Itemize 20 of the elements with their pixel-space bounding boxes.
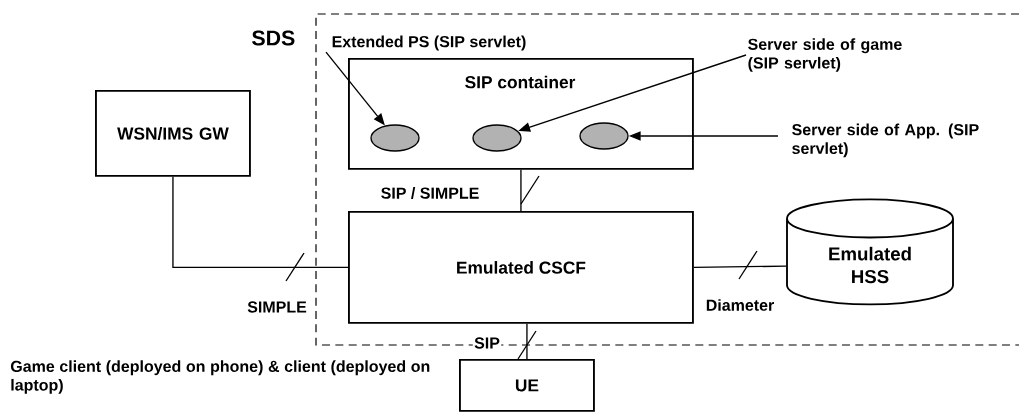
ellipse [370, 124, 420, 152]
box: UE [459, 359, 595, 412]
connector-line [172, 176, 349, 269]
edge-label: SIMPLE [247, 301, 307, 313]
ellipse [472, 124, 522, 152]
ellipse [579, 122, 629, 150]
box: Emulated CSCF [348, 211, 694, 324]
edge-label: SIP / SIMPLE [381, 187, 479, 199]
box: WSN/IMS GW [95, 90, 251, 177]
cylinder: Emulated HSS [786, 198, 954, 306]
connector-line [526, 323, 528, 360]
callout-text: Server side of App. (SIP servlet) [792, 123, 979, 158]
callout-text: Extended PS (SIP servlet) [332, 35, 526, 51]
note-text: Game client (deployed on phone) & client (deployed on laptop) [10, 360, 430, 394]
connector-line [693, 265, 787, 269]
box: SIP container [348, 58, 694, 170]
connector-line [520, 169, 522, 212]
edge-label: SIP [474, 337, 500, 349]
edge-label: Diameter [706, 299, 774, 311]
callout-text: Server side of game (SIP servlet) [748, 38, 902, 72]
